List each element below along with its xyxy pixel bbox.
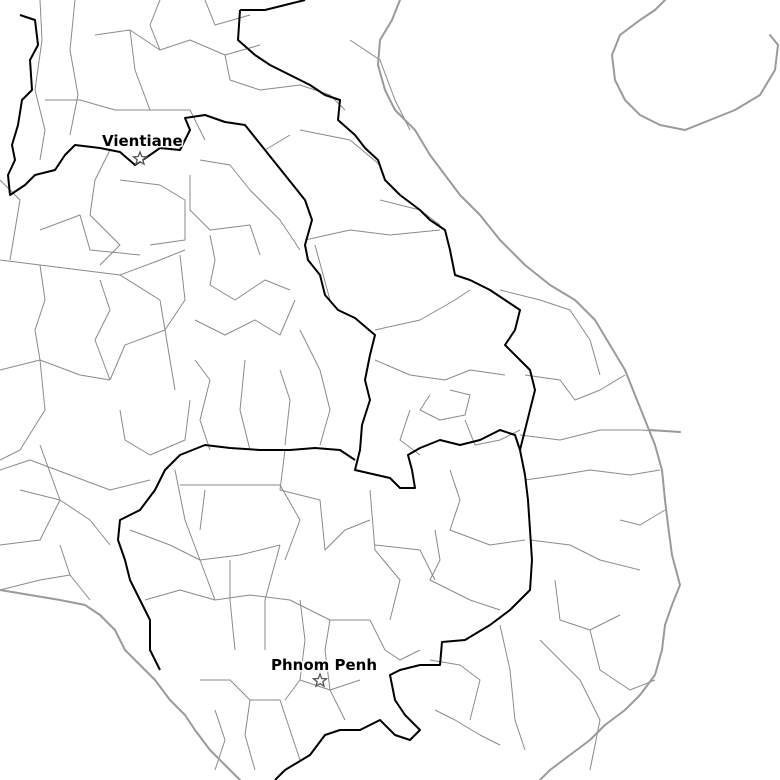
national-borders bbox=[7, 0, 536, 780]
city-label-vientiane: Vientiane bbox=[102, 132, 183, 150]
city-phnom-penh[interactable]: Phnom Penh bbox=[270, 655, 379, 688]
border-thailand-cambodia bbox=[117, 444, 356, 671]
border-vietnam-laos bbox=[237, 0, 536, 451]
city-vientiane[interactable]: Vientiane bbox=[101, 131, 184, 166]
star-icon bbox=[131, 150, 149, 166]
border-thailand-laos-north bbox=[7, 14, 533, 780]
star-icon bbox=[311, 672, 329, 688]
admin-boundaries bbox=[0, 0, 681, 771]
city-label-phnom-penh: Phnom Penh bbox=[271, 656, 377, 674]
